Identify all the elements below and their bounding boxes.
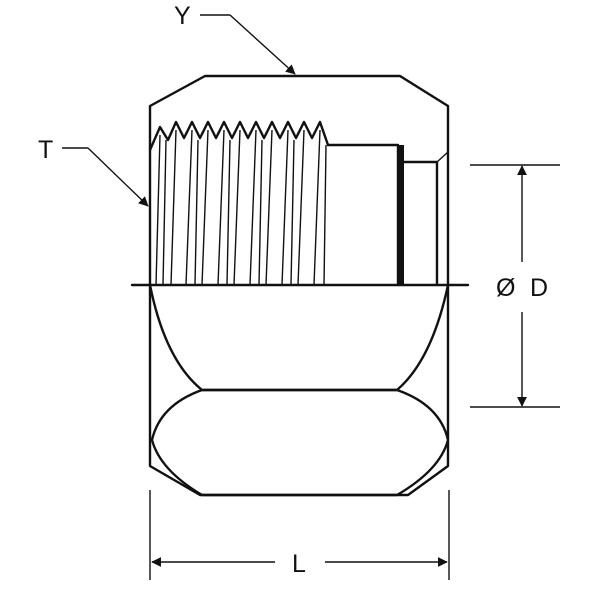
- hex-face-lower: [150, 388, 450, 497]
- bore-section: [326, 143, 400, 287]
- length-label: L: [292, 550, 306, 578]
- chamfer-line-right: [436, 151, 449, 163]
- top-label: Y: [174, 2, 191, 30]
- t-leader-diagonal: [87, 147, 149, 207]
- diameter-symbol-label: Ø: [496, 274, 515, 302]
- thread-label: T: [38, 136, 53, 164]
- body-outline: [148, 74, 450, 497]
- thread-teeth: [148, 120, 330, 152]
- y-leader-diagonal: [229, 14, 296, 75]
- diameter-label: D: [530, 274, 548, 302]
- hex-face-upper: [148, 283, 450, 392]
- inner-port: [402, 160, 439, 287]
- thread-lines: [155, 129, 327, 286]
- seat-step: [398, 145, 404, 285]
